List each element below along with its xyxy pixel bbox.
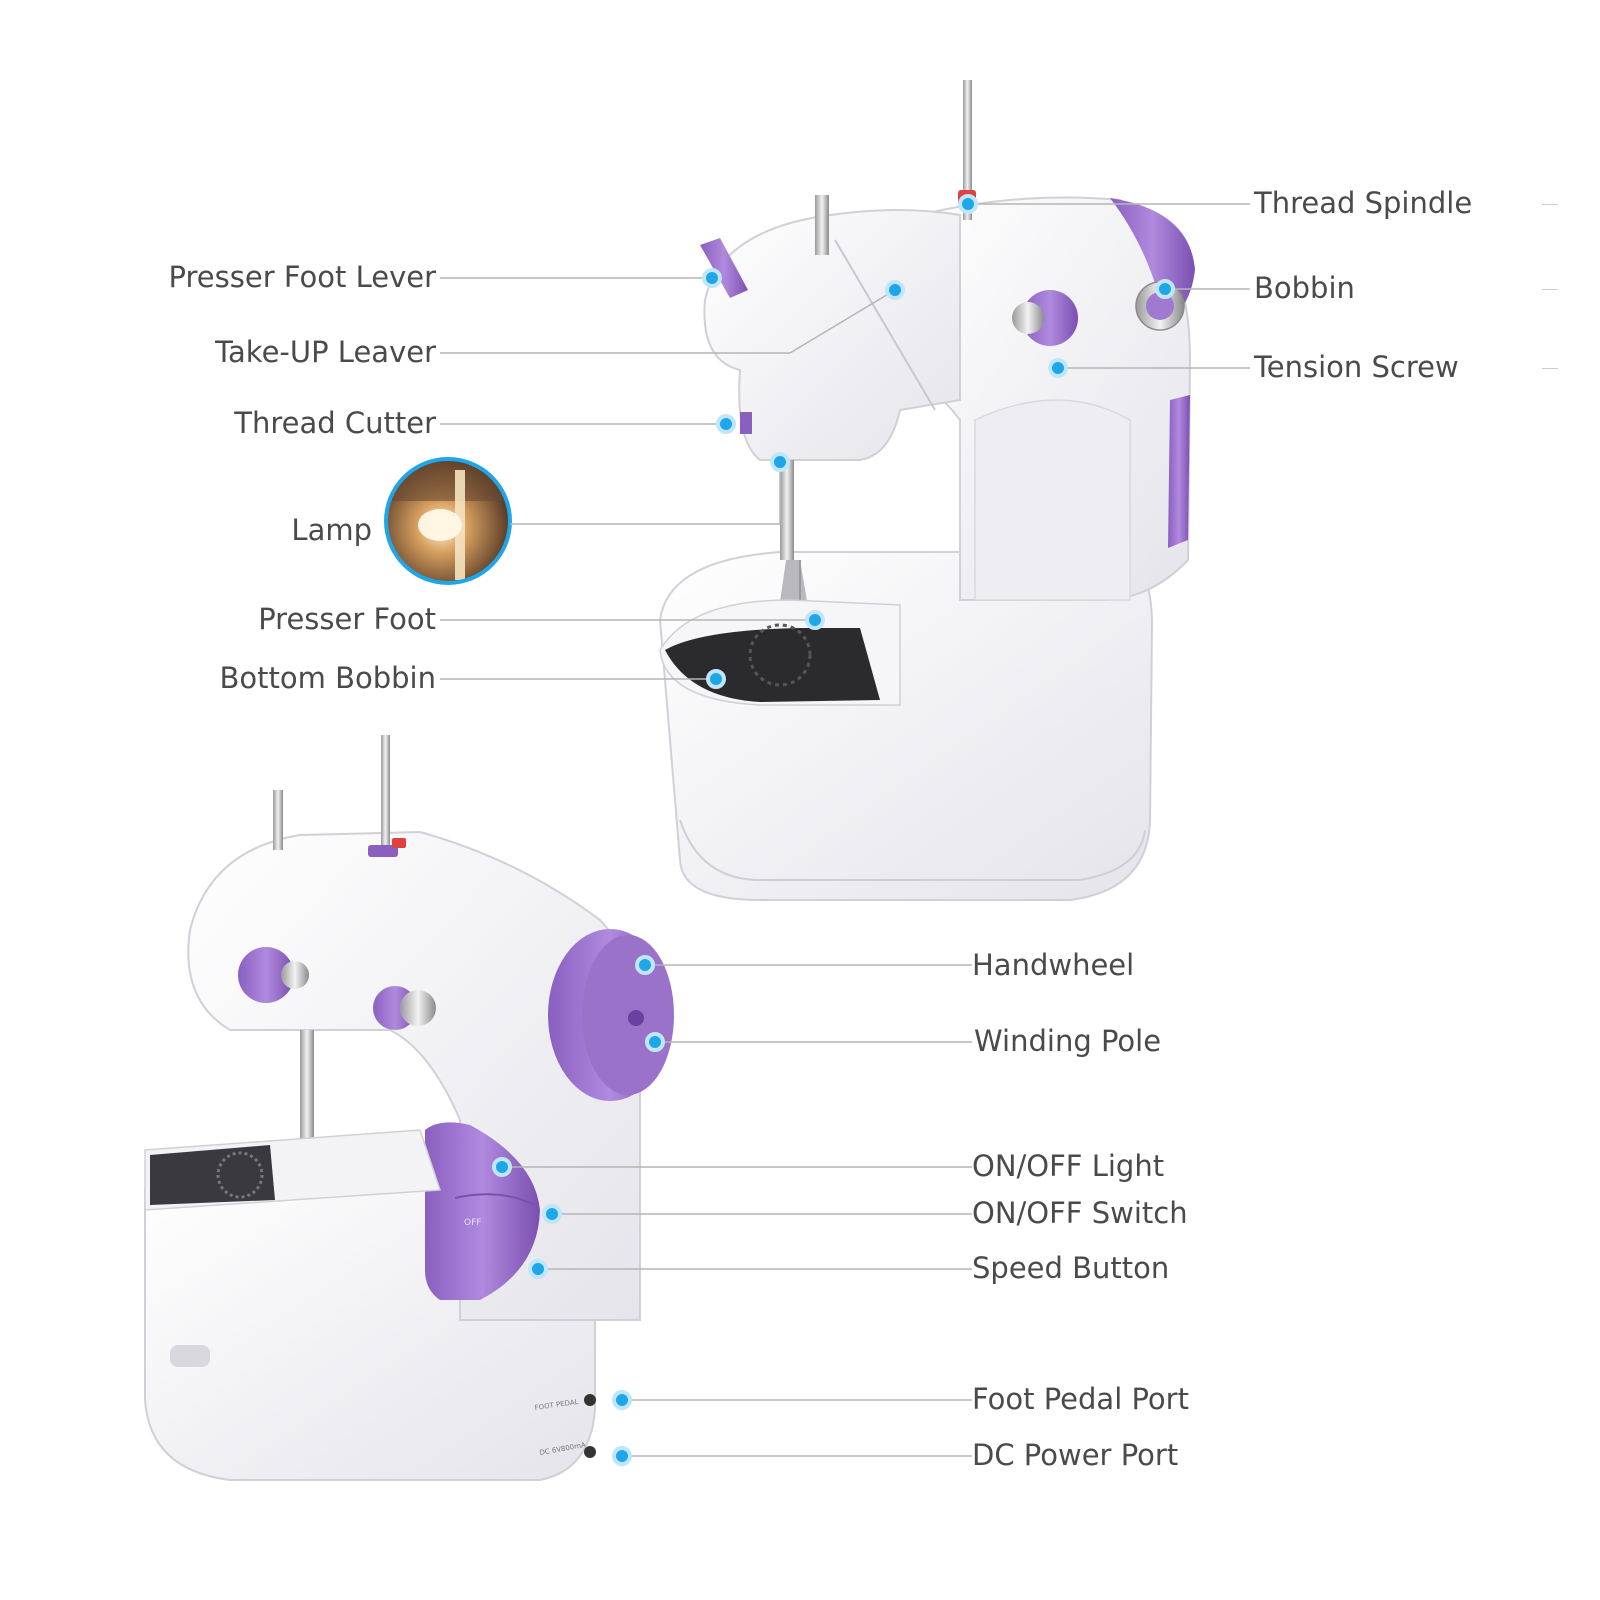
dot-bottom-bobbin [706,669,726,689]
dot-lamp [770,452,790,472]
dot-presser-foot-lever [702,268,722,288]
label-on-off-switch: ON/OFF Switch [972,1196,1188,1230]
top-spindle-short [815,195,829,255]
label-presser-foot: Presser Foot [258,602,436,636]
label-winding-pole: Winding Pole [974,1024,1162,1058]
top-presser-lever [700,238,748,298]
dot-winding-pole [645,1032,665,1052]
label-tension-screw: Tension Screw [1254,350,1459,384]
leader-take-up-leaver [440,289,896,354]
label-take-up-leaver: Take-UP Leaver [215,335,436,369]
top-machine-head [703,209,961,461]
label-on-off-light: ON/OFF Light [972,1149,1165,1183]
right-edge-tick [1542,289,1558,290]
bottom-machine-base [144,1178,596,1481]
dot-thread-cutter [716,414,736,434]
label-bobbin: Bobbin [1254,271,1355,305]
dot-on-off-switch [542,1204,562,1224]
top-needle-bar [780,460,794,560]
label-thread-cutter: Thread Cutter [234,406,436,440]
dot-dc-power-port [612,1446,632,1466]
right-edge-tick [1542,204,1558,205]
label-lamp: Lamp [291,513,372,547]
dot-thread-spindle [958,194,978,214]
label-foot-pedal-port: Foot Pedal Port [972,1382,1189,1416]
dot-take-up-leaver [885,280,905,300]
dot-bobbin [1155,279,1175,299]
label-thread-spindle: Thread Spindle [1254,186,1473,220]
bottom-sewing-machine: OFF FOOT PEDAL DC 6V800mA [144,735,674,1481]
label-bottom-bobbin: Bottom Bobbin [219,661,436,695]
dot-foot-pedal-port [612,1390,632,1410]
dot-speed-button [528,1259,548,1279]
foot-pedal-jack [584,1394,596,1406]
dot-tension-screw [1048,358,1068,378]
dc-power-jack [584,1446,596,1458]
dot-on-off-light [492,1157,512,1177]
label-speed-button: Speed Button [972,1251,1170,1285]
label-dc-power-port: DC Power Port [972,1438,1179,1472]
label-handwheel: Handwheel [972,948,1135,982]
bottom-needle-plate [150,1145,275,1205]
leader-lamp [510,462,781,525]
top-spindle-tall [963,80,972,220]
dot-handwheel [635,955,655,975]
lamp-inset-photo [384,457,512,585]
leader-lines [440,203,1250,1457]
label-presser-foot-lever: Presser Foot Lever [168,260,436,294]
top-sewing-machine [658,80,1195,901]
dot-presser-foot [805,610,825,630]
top-machine-base [658,551,1154,901]
machine-marking-off: OFF [464,1218,481,1228]
right-edge-tick [1542,368,1558,369]
callout-dots [492,194,1175,1466]
